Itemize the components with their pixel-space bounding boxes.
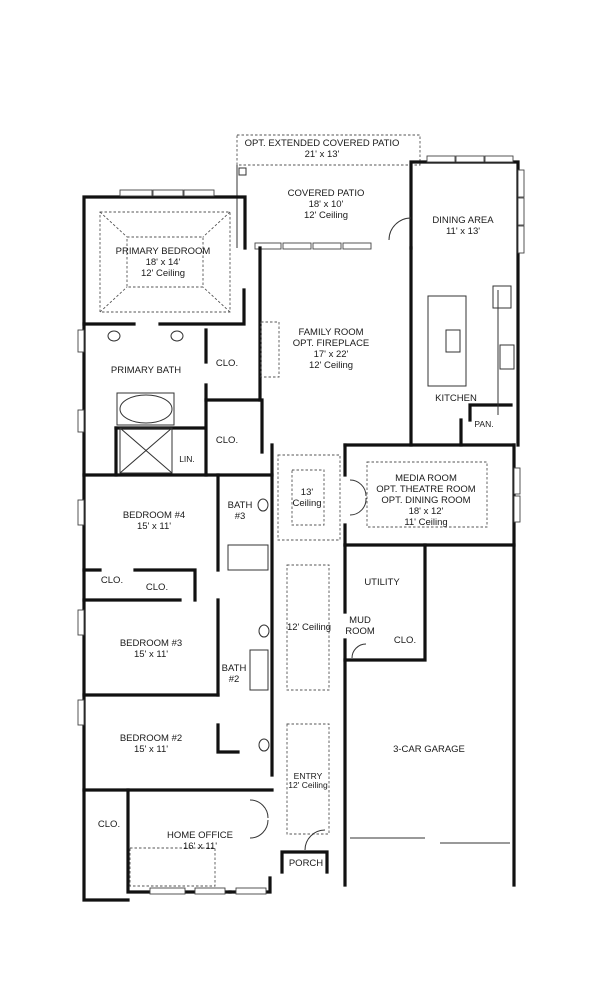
- room-label-primary-closet-2: CLO.: [216, 435, 238, 446]
- svg-text:LIN.: LIN.: [179, 454, 195, 464]
- svg-text:CLO.: CLO.: [101, 575, 123, 586]
- svg-text:COVERED PATIO: COVERED PATIO: [288, 188, 365, 199]
- room-label-bedroom-3: BEDROOM #3 15' x 11': [120, 638, 182, 660]
- interior-walls: [82, 246, 516, 887]
- fixtures: [107, 285, 515, 752]
- room-label-linen: LIN.: [179, 454, 195, 464]
- svg-text:16' x 11': 16' x 11': [183, 841, 217, 852]
- svg-text:18' x 14': 18' x 14': [146, 257, 181, 268]
- windows: [77, 155, 525, 895]
- svg-text:PRIMARY BATH: PRIMARY BATH: [111, 365, 181, 376]
- room-label-dining-area: DINING AREA 11' x 13': [432, 215, 494, 237]
- room-label-utility: UTILITY: [364, 577, 400, 588]
- svg-text:BEDROOM #4: BEDROOM #4: [123, 510, 185, 521]
- opt-extended-patio-outline: [236, 134, 421, 176]
- svg-text:PAN.: PAN.: [474, 419, 493, 429]
- svg-text:MUD: MUD: [349, 615, 371, 626]
- room-label-gallery: 13' Ceiling: [292, 487, 321, 509]
- garage-door: [350, 837, 510, 844]
- svg-text:CLO.: CLO.: [98, 819, 120, 830]
- room-label-primary-closet-1: CLO.: [216, 358, 238, 369]
- svg-text:Ceiling: Ceiling: [292, 498, 321, 509]
- doors: [249, 217, 412, 851]
- room-label-bath-3: BATH #3: [228, 500, 253, 522]
- svg-text:12' Ceiling: 12' Ceiling: [309, 360, 353, 371]
- svg-text:OPT. FIREPLACE: OPT. FIREPLACE: [293, 338, 370, 349]
- room-label-opt-extended-covered-patio: OPT. EXTENDED COVERED PATIO 21' x 13': [245, 138, 400, 160]
- svg-text:UTILITY: UTILITY: [364, 577, 400, 588]
- ceiling-outlines: [129, 454, 488, 887]
- svg-text:KITCHEN: KITCHEN: [435, 393, 477, 404]
- svg-text:18' x 10': 18' x 10': [309, 199, 344, 210]
- room-label-kitchen: KITCHEN: [435, 393, 477, 404]
- svg-text:ROOM: ROOM: [345, 626, 375, 637]
- room-label-pantry: PAN.: [474, 419, 493, 429]
- svg-text:15' x 11': 15' x 11': [134, 744, 168, 755]
- svg-text:FAMILY ROOM: FAMILY ROOM: [298, 327, 363, 338]
- svg-text:12' Ceiling: 12' Ceiling: [288, 780, 328, 790]
- svg-text:#2: #2: [229, 674, 240, 685]
- room-label-family-room: FAMILY ROOM OPT. FIREPLACE 17' x 22' 12'…: [293, 327, 370, 371]
- room-label-media-room: MEDIA ROOM OPT. THEATRE ROOM OPT. DINING…: [376, 473, 475, 528]
- svg-text:12' Ceiling: 12' Ceiling: [304, 210, 348, 221]
- svg-text:15' x 11': 15' x 11': [134, 649, 168, 660]
- svg-text:BATH: BATH: [228, 500, 253, 511]
- room-label-bedroom-4: BEDROOM #4 15' x 11': [123, 510, 185, 532]
- svg-text:17' x 22': 17' x 22': [314, 349, 349, 360]
- room-label-porch: PORCH: [289, 858, 323, 869]
- svg-text:11' Ceiling: 11' Ceiling: [404, 517, 447, 528]
- svg-text:21' x 13': 21' x 13': [305, 149, 340, 160]
- svg-text:OPT. DINING ROOM: OPT. DINING ROOM: [381, 495, 470, 506]
- room-label-mud-room: MUD ROOM: [345, 615, 375, 637]
- room-label-primary-bedroom: PRIMARY BEDROOM 18' x 14' 12' Ceiling: [116, 246, 211, 279]
- svg-text:PRIMARY BEDROOM: PRIMARY BEDROOM: [116, 246, 211, 257]
- svg-text:BEDROOM #3: BEDROOM #3: [120, 638, 182, 649]
- room-label-office-closet: CLO.: [98, 819, 120, 830]
- svg-text:15' x 11': 15' x 11': [137, 521, 171, 532]
- room-label-mud-closet: CLO.: [394, 635, 416, 646]
- svg-text:OPT. THEATRE ROOM: OPT. THEATRE ROOM: [376, 484, 475, 495]
- svg-text:BEDROOM #2: BEDROOM #2: [120, 733, 182, 744]
- svg-text:HOME OFFICE: HOME OFFICE: [167, 830, 233, 841]
- svg-text:12' Ceiling: 12' Ceiling: [141, 268, 185, 279]
- svg-text:PORCH: PORCH: [289, 858, 323, 869]
- svg-text:CLO.: CLO.: [216, 435, 238, 446]
- svg-text:18' x 12': 18' x 12': [409, 506, 444, 517]
- room-label-primary-bath: PRIMARY BATH: [111, 365, 181, 376]
- room-label-bedroom-2: BEDROOM #2 15' x 11': [120, 733, 182, 755]
- svg-text:CLO.: CLO.: [216, 358, 238, 369]
- svg-text:OPT. EXTENDED COVERED PATIO: OPT. EXTENDED COVERED PATIO: [245, 138, 400, 149]
- room-label-hall: 12' Ceiling: [287, 622, 331, 633]
- svg-text:13': 13': [301, 487, 314, 498]
- room-label-bedroom-4-closet-a: CLO.: [101, 575, 123, 586]
- room-label-covered-patio: COVERED PATIO 18' x 10' 12' Ceiling: [288, 188, 365, 221]
- svg-text:12' Ceiling: 12' Ceiling: [287, 622, 331, 633]
- svg-text:DINING AREA: DINING AREA: [432, 215, 494, 226]
- room-label-home-office: HOME OFFICE 16' x 11': [167, 830, 233, 852]
- svg-text:#3: #3: [235, 511, 246, 522]
- svg-text:3-CAR GARAGE: 3-CAR GARAGE: [393, 744, 465, 755]
- svg-text:MEDIA ROOM: MEDIA ROOM: [395, 473, 457, 484]
- primary-bedroom-tray: [99, 211, 231, 313]
- room-label-garage: 3-CAR GARAGE: [393, 744, 465, 755]
- svg-text:ENTRY: ENTRY: [294, 771, 323, 781]
- svg-text:CLO.: CLO.: [394, 635, 416, 646]
- room-label-bedroom-4-closet-b: CLO.: [146, 582, 168, 593]
- room-label-entry: ENTRY 12' Ceiling: [288, 771, 328, 790]
- svg-text:11' x 13': 11' x 13': [446, 226, 480, 237]
- svg-text:BATH: BATH: [222, 663, 247, 674]
- svg-text:CLO.: CLO.: [146, 582, 168, 593]
- room-label-bath-2: BATH #2: [222, 663, 247, 685]
